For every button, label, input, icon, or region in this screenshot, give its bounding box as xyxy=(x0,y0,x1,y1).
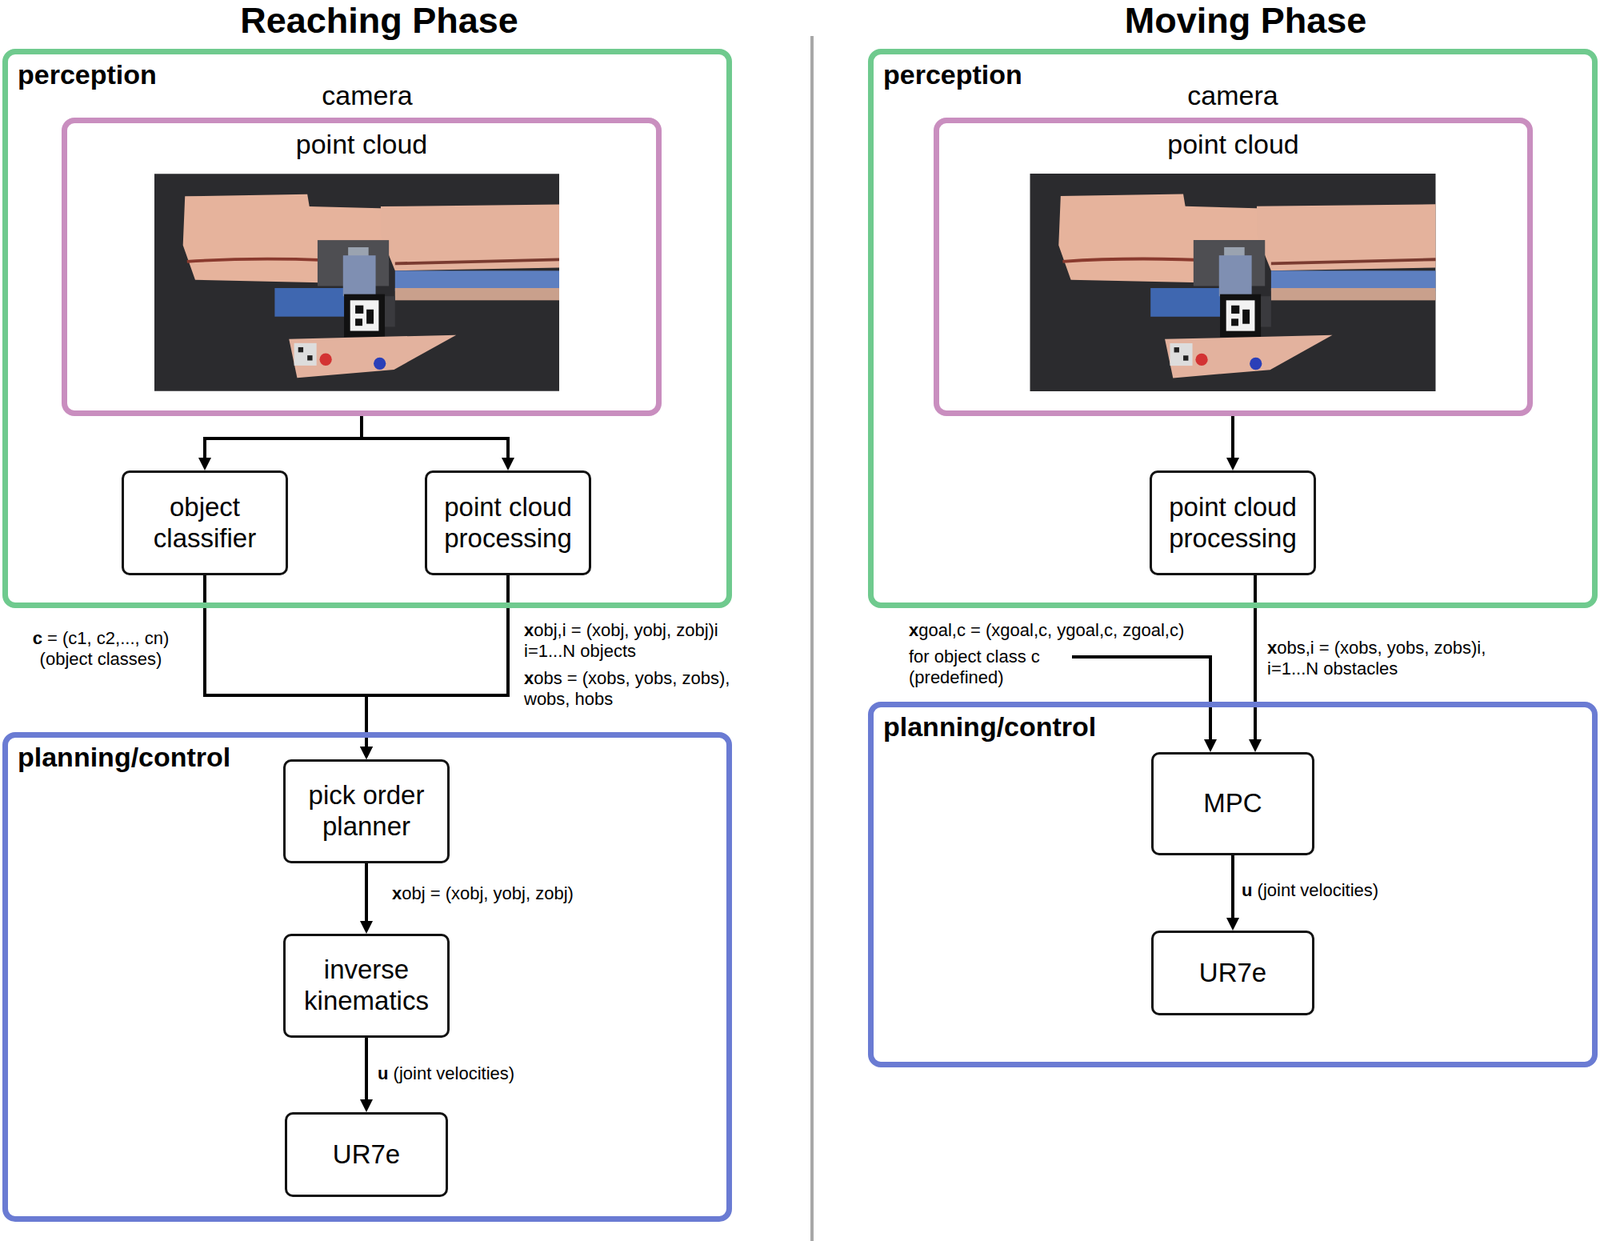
text-slot: perception xyxy=(17,59,157,91)
label-slot: xobj,i = (xobj, yobj, zobj)i i=1...N obj… xyxy=(524,620,752,662)
section-heading: planning/control xyxy=(17,741,231,773)
point-cloud-image xyxy=(1030,173,1436,392)
point-cloud-panel: point cloud xyxy=(61,117,662,416)
process-box: MPC xyxy=(1151,752,1315,856)
process-box: point cloud processing xyxy=(1149,470,1316,576)
text-slot: perception xyxy=(883,59,1023,91)
label-slot: for object class c (predefined) xyxy=(908,646,1093,688)
process-box: point cloud processing xyxy=(424,470,592,576)
text-slot: camera xyxy=(1187,80,1278,112)
label-slot: xobj = (xobj, yobj, zobj) xyxy=(392,883,574,904)
flow-arrow xyxy=(364,863,368,928)
flow-arrow xyxy=(204,575,367,753)
perception-region: perception camera point cloud object classi… xyxy=(2,48,732,608)
flow-arrow xyxy=(366,575,508,753)
sensor-label: camera xyxy=(321,80,412,112)
flow-arrow xyxy=(204,416,362,464)
process-box: inverse kinematics xyxy=(283,933,450,1038)
section-heading: perception xyxy=(883,59,1023,91)
box-label: UR7e xyxy=(332,1139,400,1171)
flow-arrow xyxy=(361,416,508,464)
process-box: pick order planner xyxy=(283,759,450,864)
text-slot: planning/control xyxy=(883,711,1096,743)
box-label: UR7e xyxy=(1199,957,1267,989)
edge-label: u (joint velocities) xyxy=(1241,880,1379,901)
box-label: pick order planner xyxy=(292,780,441,843)
label-slot: xobs,i = (xobs, yobs, zobs)i, i=1...N ob… xyxy=(1267,637,1496,680)
label-slot: xobs = (xobs, yobs, zobs), wobs, hobs xyxy=(524,668,752,710)
label-slot: u (joint velocities) xyxy=(1241,880,1379,901)
text-slot: planning/control xyxy=(17,741,231,773)
point-cloud-image xyxy=(154,173,560,391)
flow-arrow xyxy=(1253,575,1257,746)
column-title: Reaching Phase xyxy=(240,0,519,42)
column-title: Moving Phase xyxy=(1124,0,1368,42)
section-heading: planning/control xyxy=(883,711,1096,743)
box-label: inverse kinematics xyxy=(292,954,441,1017)
label-slot: Reaching Phase xyxy=(240,0,519,42)
signal-label: xgoal,c = (xgoal,c, ygoal,c, zgoal,c) xyxy=(908,620,1184,641)
box-label: point cloud processing xyxy=(1158,492,1308,555)
label-slot: c = (c1, c2,..., cn) (object classes) xyxy=(12,628,189,670)
section-heading: perception xyxy=(17,59,157,91)
signal-label: xobs = (xobs, yobs, zobs), wobs, hobs xyxy=(524,668,752,710)
sensor-label: camera xyxy=(1187,80,1278,112)
flow-arrow xyxy=(1231,855,1235,924)
box-label: point cloud processing xyxy=(433,492,583,555)
planning-region: planning/control pick order planner invers… xyxy=(2,732,732,1222)
flow-arrow xyxy=(364,1037,368,1106)
label-slot: xgoal,c = (xgoal,c, ygoal,c, zgoal,c) xyxy=(908,620,1184,641)
point-cloud-panel: point cloud xyxy=(933,117,1533,416)
box-label: MPC xyxy=(1203,788,1262,820)
note-label: for object class c (predefined) xyxy=(908,646,1093,688)
planning-region: planning/controlMPC UR7e xyxy=(868,701,1598,1068)
perception-region: perception camera point cloud point cloud p… xyxy=(868,48,1598,608)
edge-label: xobj,i = (xobj, yobj, zobj)i i=1...N obj… xyxy=(524,620,752,662)
panel-heading: point cloud xyxy=(296,128,428,160)
edge-label: xobs,i = (xobs, yobs, zobs)i, i=1...N ob… xyxy=(1267,637,1496,680)
edge-label: u (joint velocities) xyxy=(377,1063,515,1084)
flow-arrow xyxy=(1231,416,1235,464)
column-divider xyxy=(810,36,814,1241)
robot-box: UR7e xyxy=(1151,930,1315,1016)
text-slot: camera xyxy=(321,80,412,112)
process-box: object classifier xyxy=(121,470,288,576)
text-slot: point cloud xyxy=(1167,128,1299,160)
robot-box: UR7e xyxy=(284,1112,448,1197)
panel-heading: point cloud xyxy=(1167,128,1299,160)
label-slot: u (joint velocities) xyxy=(377,1063,515,1084)
edge-label: xobj = (xobj, yobj, zobj) xyxy=(392,883,574,904)
label-slot: Moving Phase xyxy=(1124,0,1368,42)
box-label: object classifier xyxy=(130,492,280,555)
edge-label: c = (c1, c2,..., cn) (object classes) xyxy=(12,628,189,670)
text-slot: point cloud xyxy=(296,128,428,160)
